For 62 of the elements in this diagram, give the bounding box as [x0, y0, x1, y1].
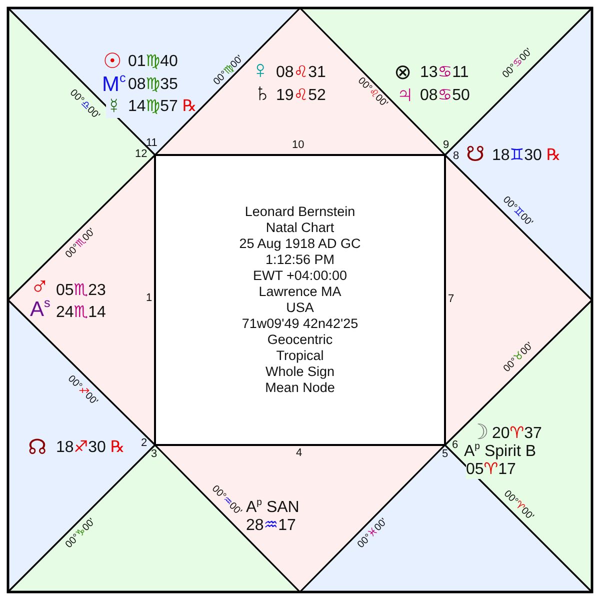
- chart-info-box: [154, 154, 446, 446]
- point-label: A$^{p}$ SAN: [246, 499, 300, 517]
- planet-glyph: ☋: [466, 143, 485, 166]
- planet-glyph: ☊: [28, 436, 47, 460]
- cusp-degree-label: 00°♍00': [211, 52, 246, 88]
- point-label: A$^{p}$ Spirit B: [464, 443, 536, 461]
- chart-info-text: USA: [286, 300, 314, 316]
- planet-position: 18♐30 ℞: [56, 439, 125, 457]
- chart-info-text: 71w09'49 42n42'25: [242, 316, 358, 332]
- house-number: 3: [151, 448, 158, 460]
- house-number: 12: [135, 148, 148, 160]
- chart-info-text: Whole Sign: [265, 364, 335, 380]
- planet-position: 13♋11: [420, 64, 469, 82]
- planet-position: 08♋50: [420, 87, 470, 105]
- chart-info-text: Geocentric: [267, 332, 333, 348]
- house-number: 10: [292, 139, 304, 152]
- chart-info-text: EWT +04:00:00: [253, 268, 347, 284]
- house-number: 9: [443, 139, 450, 152]
- house-number: 2: [141, 437, 148, 450]
- planet-glyph: A$^{s}$: [30, 298, 50, 322]
- house-number: 5: [442, 448, 448, 460]
- cusp-degree-label: 00°♑00': [63, 516, 98, 550]
- planet-position: 01♍40: [128, 53, 178, 71]
- planet-position: 08♍35: [128, 76, 178, 94]
- chart-info-text: Lawrence MA: [258, 284, 342, 300]
- planet-position: 14♍57 ℞: [128, 98, 197, 116]
- cusp-degree-label: 00°♐00': [65, 372, 100, 408]
- house-number: 1: [146, 292, 152, 304]
- house-number: 7: [448, 293, 454, 306]
- planet-glyph: ⊗: [394, 61, 412, 84]
- house-number: 4: [296, 447, 302, 460]
- cusp-degree-label: 00°♉00': [501, 340, 536, 374]
- chart-info-text: 1:12:56 PM: [265, 252, 335, 268]
- planet-position: 05♈17: [466, 461, 516, 479]
- house-number: 8: [453, 150, 460, 162]
- planet-glyph: ♂: [30, 272, 50, 301]
- chart-info-text: Tropical: [276, 348, 324, 364]
- planet-position: 08♌31: [276, 64, 326, 82]
- cusp-degree-label: 00°♈00': [501, 488, 536, 522]
- planet-glyph: M$^{c}$: [102, 73, 126, 96]
- cusp-degree-label: 00°♋00': [500, 46, 534, 80]
- chart-info-text: 25 Aug 1918 AD GC: [239, 236, 361, 252]
- cusp-degree-label: 00°♏00': [63, 226, 98, 260]
- cusp-degree-label: 00°♒00': [209, 482, 244, 518]
- planet-position: 28♒17: [246, 517, 296, 535]
- chart-info-text: Mean Node: [265, 380, 335, 396]
- planet-glyph: ☉: [103, 50, 122, 74]
- planet-position: 24♏14: [56, 304, 106, 322]
- planet-position: 18♊30 ℞: [492, 147, 561, 165]
- cusp-degree-label: 00°♊00': [500, 194, 534, 228]
- chart-info-text: Natal Chart: [266, 220, 334, 236]
- house-number: 11: [146, 137, 158, 149]
- planet-position: 05♏23: [56, 282, 106, 300]
- planet-glyph: ♃: [396, 82, 414, 108]
- planet-position: 20♈37: [492, 425, 542, 443]
- planet-position: 19♌52: [276, 87, 326, 105]
- cusp-degree-label: 00°♌00': [355, 74, 390, 110]
- planet-glyph: ☽: [470, 421, 489, 444]
- cusp-degree-label: 00°♓00': [355, 516, 390, 550]
- chart-info-text: Leonard Bernstein: [244, 204, 356, 220]
- house-number: 6: [452, 439, 458, 452]
- cusp-degree-label: 00°♎00': [67, 86, 102, 122]
